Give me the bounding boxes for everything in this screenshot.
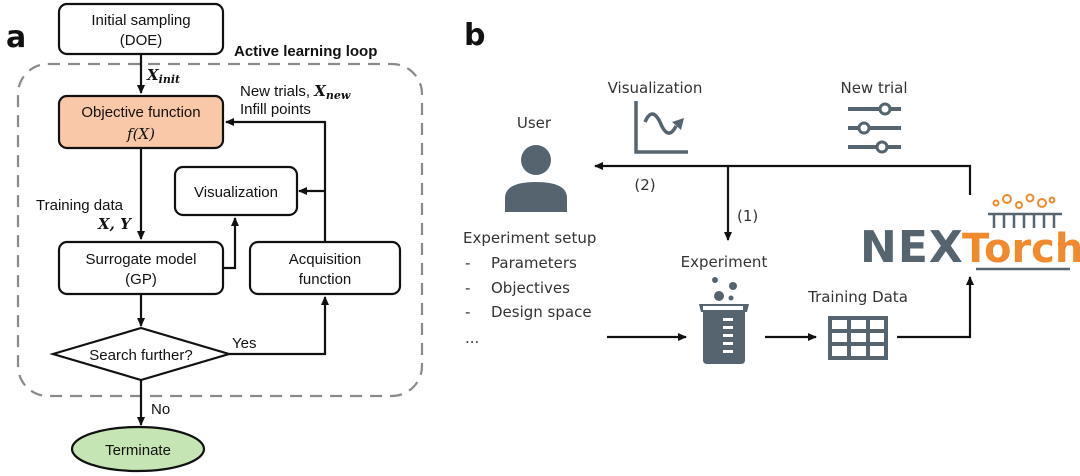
decision-text: Search further? <box>89 347 192 364</box>
arrow-training-data-to-nextorch <box>897 276 974 339</box>
user-label: User <box>517 114 552 132</box>
initial-sampling-node: Initial sampling (DOE) <box>57 2 225 56</box>
terminate-node: Terminate <box>70 425 206 473</box>
new-trials-label: New trials, Xnew <box>240 82 351 102</box>
beaker-icon <box>699 277 749 364</box>
logo-nex-text: NEX <box>860 222 964 273</box>
chart-curve-icon <box>634 101 688 154</box>
setup-title: Experiment setup <box>463 229 596 247</box>
surrogate-line2: (GP) <box>125 271 157 288</box>
arrow-surrogate-to-visualization <box>223 217 239 270</box>
arrow-nextorch-to-user <box>594 162 972 195</box>
setup-more: ... <box>465 329 479 347</box>
objective-line2: f(X) <box>126 125 155 143</box>
acquisition-line1: Acquisition <box>289 251 362 268</box>
setup-item-objectives: Objectives <box>491 279 570 297</box>
panel-b-label: b <box>464 18 485 53</box>
setup-list: - Parameters - Objectives - Design space… <box>465 254 592 347</box>
initial-sampling-line2: (DOE) <box>120 32 163 49</box>
setup-item-design-space: Design space <box>491 303 592 321</box>
objective-function-node: Objective function f(X) <box>57 94 225 150</box>
setup-item-parameters: Parameters <box>491 254 577 272</box>
training-data-label-b: Training Data <box>807 288 908 306</box>
panel-a-label: a <box>6 20 26 55</box>
setup-bullet: - <box>465 254 470 272</box>
acquisition-line2: function <box>299 271 352 288</box>
initial-sampling-line1: Initial sampling <box>91 12 190 29</box>
arrow-acquisition-to-objective <box>225 118 327 242</box>
training-data-xy: X, Y <box>97 215 132 233</box>
terminate-text: Terminate <box>105 442 171 459</box>
new-trial-label: New trial <box>840 79 907 97</box>
surrogate-line1: Surrogate model <box>86 251 197 268</box>
training-data-label: Training data <box>36 197 124 214</box>
table-grid-icon <box>828 316 888 360</box>
objective-line1: Objective function <box>81 104 200 121</box>
visualization-node: Visualization <box>173 165 299 217</box>
visualization-label: Visualization <box>608 79 703 97</box>
arrow-yes-to-acquisition <box>229 296 329 356</box>
user-icon <box>505 145 567 212</box>
step-2-label: (2) <box>634 176 655 194</box>
experiment-label: Experiment <box>681 253 768 271</box>
active-learning-loop-boundary <box>16 62 424 398</box>
loop-title: Active learning loop <box>234 43 377 60</box>
sliders-icon <box>848 102 901 154</box>
surrogate-model-node: Surrogate model (GP) <box>57 240 225 296</box>
nextorch-logo: NEX Torch <box>860 193 1080 273</box>
x-init-label: Xinit <box>146 66 180 86</box>
no-label: No <box>151 401 170 418</box>
step-1-label: (1) <box>737 207 758 225</box>
yes-label: Yes <box>232 335 256 352</box>
infill-points-label: Infill points <box>240 101 311 118</box>
setup-bullet: - <box>465 303 470 321</box>
acquisition-function-node: Acquisition function <box>248 240 402 296</box>
visualization-text: Visualization <box>194 184 278 201</box>
setup-bullet: - <box>465 279 470 297</box>
logo-torch-text: Torch <box>962 226 1080 272</box>
search-further-decision: Search further? <box>49 326 233 382</box>
